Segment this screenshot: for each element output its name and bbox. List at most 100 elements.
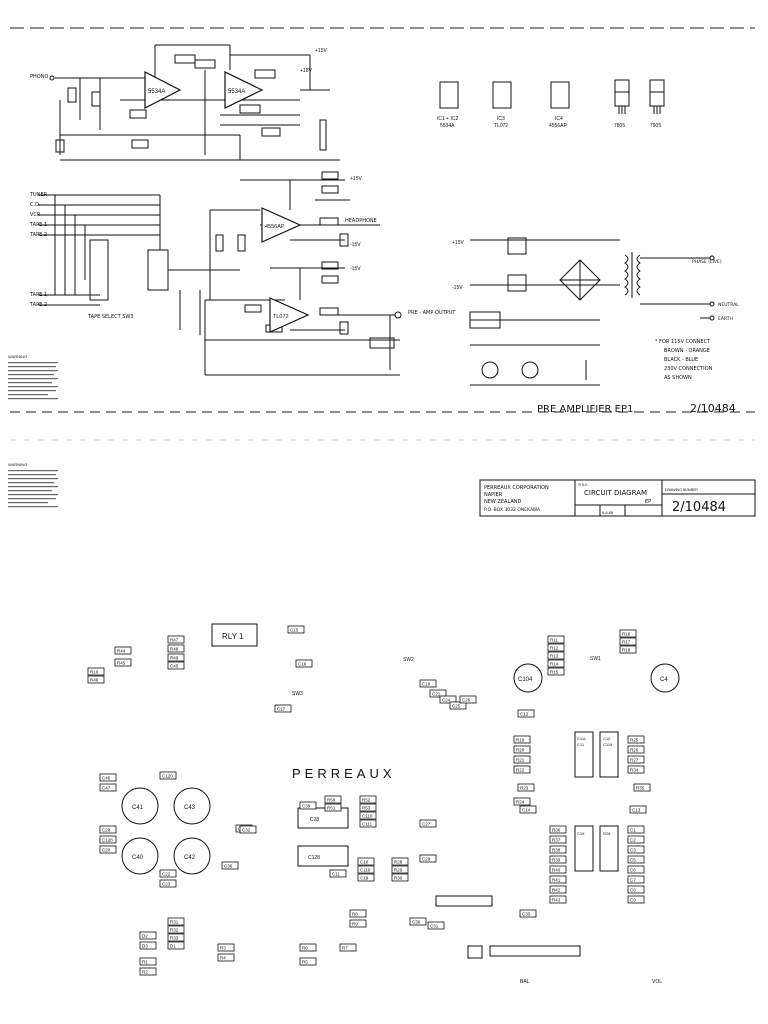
svg-text:D3: D3 [142, 944, 148, 949]
pcb-component: D1 [167, 941, 185, 950]
svg-text:C13: C13 [632, 808, 641, 813]
svg-text:C3: C3 [630, 848, 636, 853]
svg-text:C18: C18 [422, 682, 431, 687]
input-label-tape2: TAPE 2 [29, 232, 47, 238]
svg-text:R40: R40 [552, 868, 561, 873]
pcb-component: R14 [547, 659, 565, 668]
pcb-component: C26 [459, 695, 477, 704]
pcb-component: C12 [517, 709, 535, 718]
pcb-component: R48 [167, 644, 185, 653]
pcb-component: C16 [295, 659, 313, 668]
pcb-component: R46 [87, 675, 105, 684]
pcb-component: C22 [159, 869, 177, 878]
input-label-tuner: TUNER [29, 192, 48, 198]
pcb-component: R49 [167, 653, 185, 662]
pcb-component: C18 [419, 679, 437, 688]
svg-text:R10: R10 [90, 670, 99, 675]
pcb-part-c110: C111 [577, 736, 587, 741]
pcb-component: R42 [549, 885, 567, 894]
pcb-component: C25 [449, 701, 467, 710]
pcb-component: R37 [549, 835, 567, 844]
headphone-stage [215, 171, 380, 252]
pcb-component: R11 [547, 635, 565, 644]
svg-text:R35: R35 [636, 786, 645, 791]
svg-text:C31: C31 [430, 924, 439, 929]
drawing-title: CIRCUIT DIAGRAM [584, 489, 647, 497]
svg-text:R20: R20 [516, 748, 525, 753]
pcb-brand: PERREAUX [292, 766, 396, 781]
svg-text:C23: C23 [162, 882, 171, 887]
pcb-component: R12 [547, 643, 565, 652]
pcb-component: C24 [439, 695, 457, 704]
svg-text:C110: C110 [362, 814, 373, 819]
company-name: PERREAUX CORPORATION [484, 485, 549, 491]
pcb-component: R39 [549, 855, 567, 864]
pcb-component: R5 [299, 957, 317, 966]
pcb-component: R21 [513, 755, 531, 764]
svg-text:R9: R9 [352, 922, 358, 927]
supply-label-pos15-c: +15V [452, 240, 464, 246]
mains-phase-label: PHASE (LIVE) [692, 259, 722, 265]
svg-text:R53: R53 [362, 806, 371, 811]
pkg-part-2: TL072 [494, 123, 508, 129]
pcb-component: C128 [99, 835, 117, 844]
pcb-component: C3 [627, 845, 645, 854]
pcb-component: R4 [217, 953, 235, 962]
pcb-component: R28 [391, 857, 409, 866]
svg-text:R28: R28 [394, 860, 403, 865]
mains-neutral-label: NEUTRAL [718, 302, 739, 308]
company-address: P.O. BOX 3032 ONEKAWA [484, 507, 541, 513]
pcb-component: R41 [549, 875, 567, 884]
input-label-tape1: TAPE 1 [29, 222, 47, 228]
svg-text:R3: R3 [220, 946, 226, 951]
pcb-component: C33 [519, 909, 537, 918]
svg-text:C25: C25 [452, 704, 461, 709]
pcb-part-c119: C19 [577, 831, 585, 836]
svg-text:C39: C39 [302, 804, 311, 809]
ic3-part-label: TL072 [273, 314, 289, 320]
svg-text:R49: R49 [170, 656, 179, 661]
svg-text:C20: C20 [102, 848, 111, 853]
pcb-bal-label: BAL [520, 979, 530, 985]
svg-text:R21: R21 [516, 758, 525, 763]
pcb-component: C110 [359, 811, 377, 820]
mains-earth-label: EARTH [718, 316, 733, 322]
pcb-component: R52 [359, 795, 377, 804]
svg-text:R22: R22 [516, 768, 525, 773]
phono-stage [55, 44, 340, 161]
pcb-component: R25 [627, 735, 645, 744]
pcb-component: R38 [549, 845, 567, 854]
svg-text:C119: C119 [360, 868, 371, 873]
pcb-component: R1 [139, 957, 157, 966]
pcb-sw1-label: SW1 [590, 656, 601, 662]
svg-text:C111: C111 [362, 822, 373, 827]
supply-label-neg15-c: -15V [452, 285, 463, 291]
cap-c104: C104 [518, 677, 533, 683]
pcb-component: R26 [627, 745, 645, 754]
pcb-component: R29 [391, 865, 409, 874]
input-label-cd: C.D. [30, 202, 41, 208]
svg-text:C19: C19 [360, 876, 369, 881]
voltage-note-1: * FOR 115V CONNECT [655, 339, 711, 345]
svg-text:R36: R36 [552, 828, 561, 833]
company-country: NEW ZEALAND [484, 499, 521, 505]
svg-text:R1: R1 [142, 960, 148, 965]
svg-text:C10: C10 [360, 860, 369, 865]
svg-text:R15: R15 [550, 670, 559, 675]
pcb-component: R34 [627, 765, 645, 774]
svg-text:C7: C7 [630, 878, 636, 883]
output-label-tape1: TAPE 1 [29, 292, 47, 298]
pcb-component: C13 [629, 805, 647, 814]
svg-text:R48: R48 [170, 647, 179, 652]
pcb-component: C6 [627, 865, 645, 874]
svg-text:R26: R26 [630, 748, 639, 753]
svg-text:R12: R12 [550, 646, 559, 651]
pcb-component: C28 [99, 825, 117, 834]
svg-text:C32: C32 [242, 828, 251, 833]
supply-label-neg15-a: -15V [350, 242, 361, 248]
cap-c43: C43 [184, 805, 196, 811]
pcb-component: C8 [627, 885, 645, 894]
svg-text:R51: R51 [327, 806, 336, 811]
output-label-tape2: TAPE 2 [29, 302, 47, 308]
voltage-note-4: 230V CONNECTION [664, 366, 713, 372]
